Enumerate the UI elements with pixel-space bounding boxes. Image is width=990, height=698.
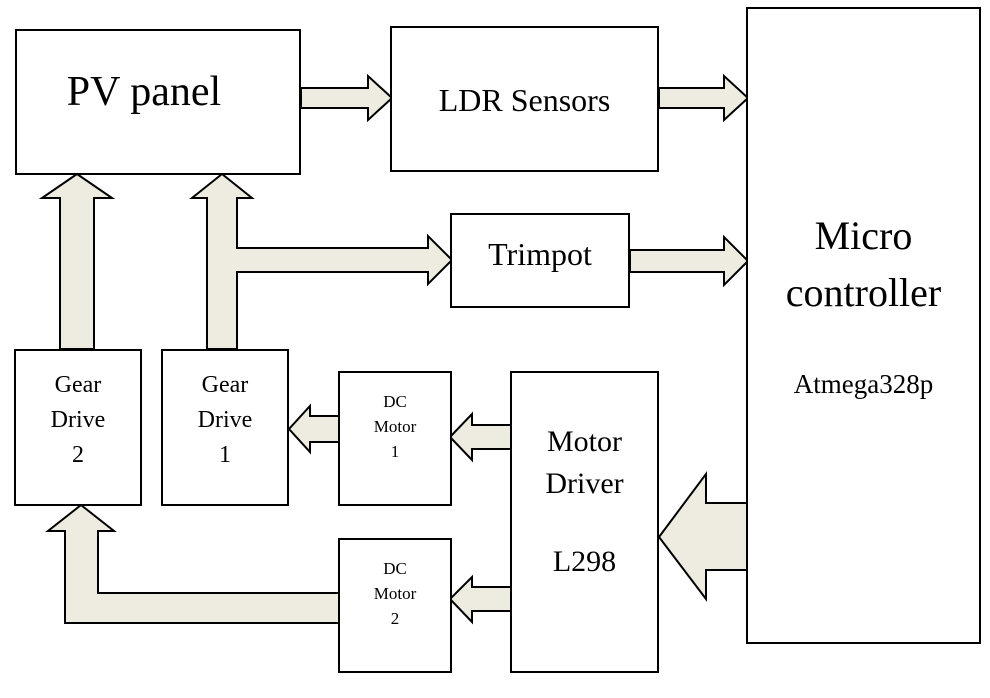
ldr-sensors-block: LDR Sensors <box>390 26 659 172</box>
arrow-pv-to-ldr <box>300 73 394 123</box>
motor-driver-label-line-1: Motor <box>547 425 622 458</box>
dc-motor-2-label-line-1: DC <box>383 559 407 578</box>
motor-driver-model-label: L298 <box>552 545 617 578</box>
microcontroller-block: Micro controller Atmega328p <box>746 7 981 644</box>
arrow-dc-motor-2-to-gear-drive-2 <box>45 503 341 624</box>
motor-driver-label-line-2: Driver <box>545 467 624 500</box>
dc-motor-1-label-line-1: DC <box>383 392 407 411</box>
trimpot-block: Trimpot <box>450 213 630 308</box>
gear-drive-1-label-line-3: 1 <box>219 442 231 468</box>
arrow-motor-driver-to-dc-motor-2 <box>448 574 513 625</box>
microcontroller-label-line-2: controller <box>785 270 942 315</box>
pv-panel-label: PV panel <box>66 69 222 115</box>
microcontroller-model-label: Atmega328p <box>793 369 934 399</box>
arrow-dc-motor-1-to-gear-drive-1 <box>287 403 341 455</box>
dc-motor-1-block: DC Motor 1 <box>338 371 452 506</box>
arrow-ldr-to-microcontroller <box>658 73 750 123</box>
arrow-motor-driver-to-dc-motor-1 <box>448 411 513 463</box>
motor-driver-block: Motor Driver L298 <box>510 371 659 673</box>
pv-panel-block: PV panel <box>15 29 301 175</box>
arrow-microcontroller-to-motor-driver <box>657 470 749 602</box>
gear-drive-2-label-line-1: Gear <box>54 372 102 398</box>
ldr-sensors-label: LDR Sensors <box>438 82 611 118</box>
gear-drive-1-block: Gear Drive 1 <box>161 349 289 506</box>
trimpot-label: Trimpot <box>488 236 592 272</box>
gear-drive-1-label-line-2: Drive <box>197 407 253 433</box>
gear-drive-2-block: Gear Drive 2 <box>14 349 142 506</box>
dc-motor-1-label-line-2: Motor <box>373 417 417 436</box>
dc-motor-1-label-line-3: 1 <box>390 442 400 461</box>
gear-drive-2-label-line-3: 2 <box>72 442 84 468</box>
dc-motor-2-label-line-3: 2 <box>390 609 400 628</box>
arrow-trimpot-to-microcontroller <box>629 234 750 288</box>
arrow-gear-drive-2-to-pv <box>38 172 116 350</box>
gear-drive-2-label-line-2: Drive <box>50 407 106 433</box>
dc-motor-2-block: DC Motor 2 <box>338 538 452 673</box>
dc-motor-2-label-line-2: Motor <box>373 584 417 603</box>
arrow-gear-drive-1-to-pv-and-trimpot <box>189 172 454 350</box>
gear-drive-1-label-line-1: Gear <box>201 372 249 398</box>
microcontroller-label-line-1: Micro <box>814 213 913 258</box>
